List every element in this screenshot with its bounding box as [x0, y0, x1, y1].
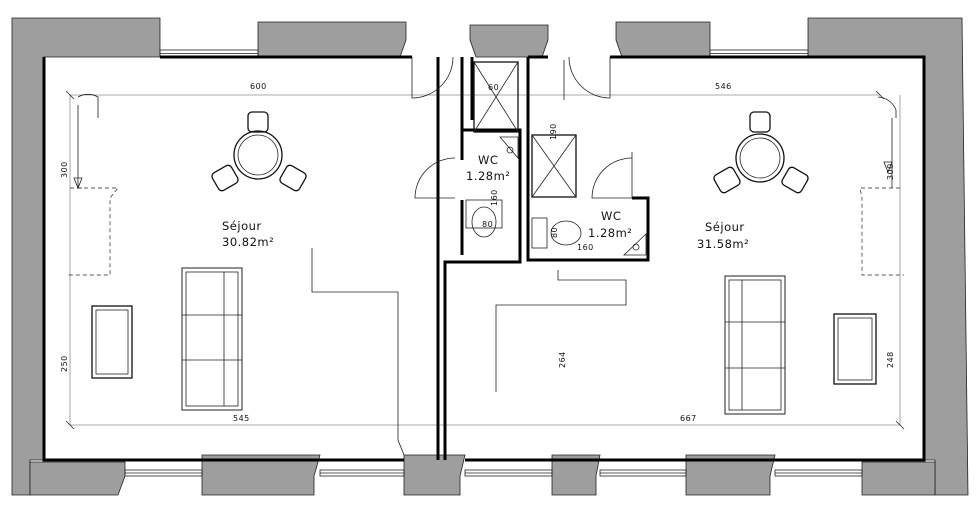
room-name-wc-left: WC [478, 153, 498, 167]
room-name-wc-right: WC [601, 209, 621, 223]
dim-left-upper: 300 [60, 161, 69, 178]
dim-wc-left-160: 160 [490, 189, 499, 206]
room-name-sejour-right: Séjour [705, 220, 745, 234]
room-area-wc-left: 1.28m² [466, 169, 510, 183]
room-area-sejour-left: 30.82m² [222, 235, 274, 249]
room-name-sejour-left: Séjour [222, 219, 262, 233]
dim-wc-left-80: 80 [482, 220, 493, 229]
dim-wc-right-80: 80 [550, 227, 559, 238]
dim-center-vertical: 264 [558, 351, 567, 368]
coffee-tables [91, 305, 877, 385]
sofa-right [724, 275, 786, 415]
dim-left-lower: 250 [60, 355, 69, 372]
wc-fixtures [465, 136, 647, 256]
dim-duct-width: 60 [488, 83, 499, 92]
sofa-left [181, 267, 243, 411]
dim-right-upper: 300 [886, 163, 895, 180]
dimension-ticks [65, 90, 905, 430]
dim-duct-height: 190 [549, 123, 558, 140]
masonry-walls [11, 17, 969, 496]
room-area-wc-right: 1.28m² [588, 226, 632, 240]
dim-top-right: 546 [715, 82, 732, 91]
dim-wc-right-160: 160 [577, 243, 594, 252]
doors [411, 56, 633, 199]
room-area-sejour-right: 31.58m² [697, 237, 749, 251]
ventilation-ducts [473, 61, 577, 198]
dim-right-lower: 248 [886, 351, 895, 368]
dim-top-left: 600 [250, 82, 267, 91]
dining-table-left [211, 111, 307, 192]
dashed-zones [68, 93, 904, 276]
main-walls [42, 55, 926, 462]
dim-bottom-left: 545 [233, 414, 250, 423]
dining-table-right [713, 111, 809, 194]
dim-bottom-right: 667 [680, 414, 697, 423]
zone-lines [69, 94, 901, 456]
